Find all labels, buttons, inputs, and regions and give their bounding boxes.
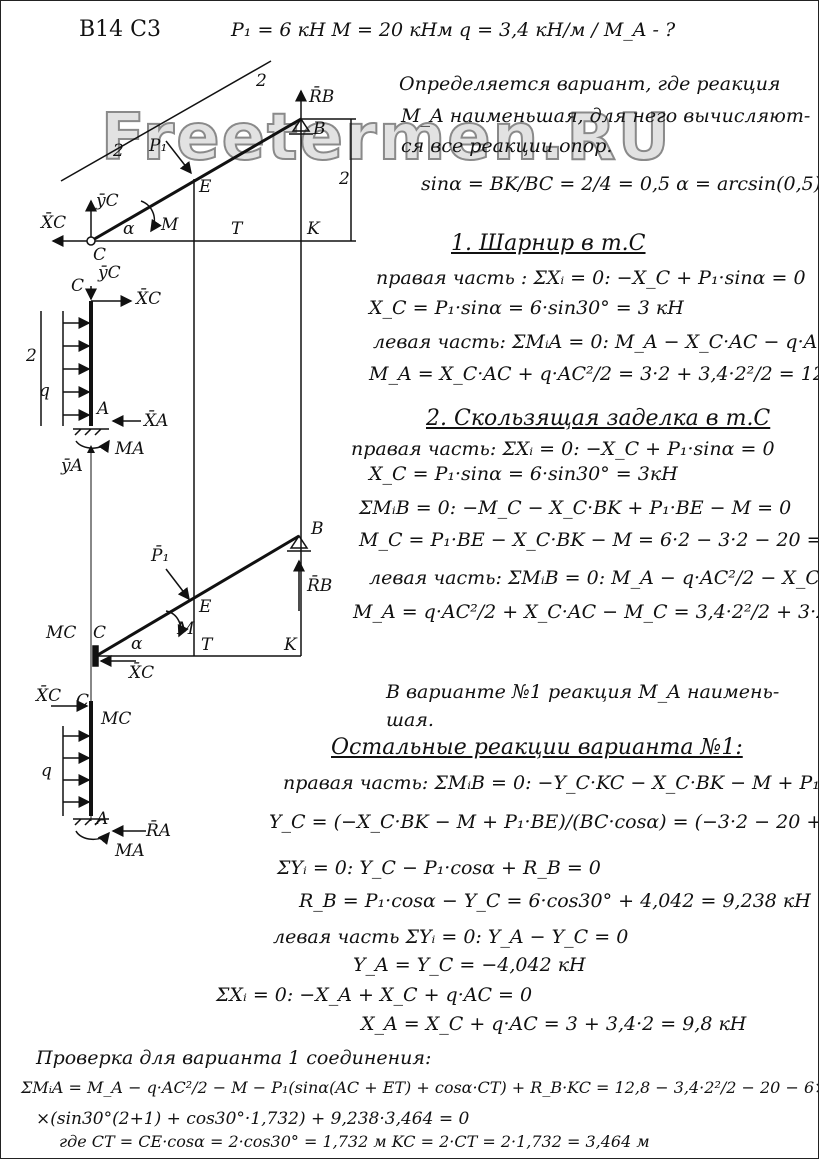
label-xc: X̄C xyxy=(136,289,162,309)
check-title: Проверка для варианта 1 соединения: xyxy=(36,1047,432,1069)
label-e: E xyxy=(199,597,212,617)
intro-line: Определяется вариант, где реакция xyxy=(399,73,781,95)
formula-line: левая часть: ΣMᵢB = 0: M_A − q·AC²/2 − X… xyxy=(369,567,819,589)
formula-line: Y_A = Y_C = −4,042 кН xyxy=(353,954,586,976)
label-k: K xyxy=(284,635,297,655)
formula-line: M_C = P₁·BE − X_C·BK − M = 6·2 − 3·2 − 2… xyxy=(359,529,818,551)
formula-line: ΣMᵢB = 0: −M_C − X_C·BK + P₁·BE − M = 0 xyxy=(359,497,792,519)
label-c: C xyxy=(71,276,85,296)
label-t: T xyxy=(231,219,243,239)
formula-line: M_A = X_C·AC + q·AC²/2 = 3·2 + 3,4·2²/2 … xyxy=(369,363,818,385)
formula-line: X_C = P₁·sinα = 6·sin30° = 3 кН xyxy=(369,297,684,319)
pin-support-b xyxy=(289,117,313,135)
intro-line: ся все реакции опор. xyxy=(401,135,613,157)
formula-line: ΣXᵢ = 0: −X_A + X_C + q·AC = 0 xyxy=(216,984,533,1006)
label-xc: X̄C xyxy=(129,663,155,683)
label-p1: P̄₁ xyxy=(151,546,170,566)
conclusion-line: шая. xyxy=(386,709,434,731)
label-c: C xyxy=(93,245,107,265)
label-c: C xyxy=(76,691,90,711)
label-b: B xyxy=(311,519,324,539)
label-q: q xyxy=(39,381,50,401)
diagram-sliding-clamp-variant xyxy=(51,534,311,845)
watermark: Freetermen.RU xyxy=(100,100,672,176)
label-e: E xyxy=(199,177,212,197)
label-mc: MC xyxy=(46,623,77,643)
m-arrow-2 xyxy=(165,610,189,638)
label-yc: ȳC xyxy=(96,191,119,211)
variant-code: B14 C3 xyxy=(79,17,161,42)
label-a: A xyxy=(96,809,109,829)
p1-arrow-2 xyxy=(165,568,190,601)
check-line: ΣMᵢA = M_A − q·AC²/2 − M − P₁(sinα(AC + … xyxy=(21,1078,819,1097)
label-m: M xyxy=(177,619,195,639)
label-t: T xyxy=(201,635,213,655)
formula-line: левая часть: ΣMᵢA = 0: M_A − X_C·AC − q·… xyxy=(373,331,818,353)
formula-line: Y_C = (−X_C·BK − M + P₁·BE)/(BC·cosα) = … xyxy=(269,811,818,833)
dim-label: 2 xyxy=(26,346,37,366)
dim-label: 2 xyxy=(113,141,124,161)
given-data: P₁ = 6 кН M = 20 кНм q = 3,4 кН/м / M_A … xyxy=(231,19,676,41)
section3-title: Остальные реакции варианта №1: xyxy=(331,735,743,760)
dim-label: 2 xyxy=(339,169,350,189)
dim-label: 2 xyxy=(256,71,267,91)
label-p1: P₁ xyxy=(149,136,168,156)
force-p1-arrow xyxy=(165,140,192,175)
label-ma: MA xyxy=(115,841,145,861)
label-alpha: α xyxy=(131,634,143,654)
section2-title: 2. Скользящая заделка в т.С xyxy=(426,406,771,431)
label-rb: R̄B xyxy=(307,576,333,596)
formula-line: M_A = q·AC²/2 + X_C·AC − M_C = 3,4·2²/2 … xyxy=(353,601,818,623)
formula-line: правая часть : ΣXᵢ = 0: −X_C + P₁·sinα =… xyxy=(376,267,806,289)
formula-line: ΣYᵢ = 0: Y_C − P₁·cosα + R_B = 0 xyxy=(277,857,601,879)
formula-line: R_B = P₁·cosα − Y_C = 6·cos30° + 4,042 =… xyxy=(299,890,811,912)
label-xc: X̄C xyxy=(36,686,62,706)
label-ra: R̄A xyxy=(146,821,172,841)
hinge-c xyxy=(86,236,96,246)
ma-arrow-2 xyxy=(75,830,110,845)
distributed-load-arrows xyxy=(63,317,91,421)
distributed-load-arrows-2 xyxy=(63,730,91,808)
label-a: A xyxy=(97,399,110,419)
label-ya: ȳA xyxy=(61,456,83,476)
label-b: B xyxy=(313,119,326,139)
label-q: q xyxy=(41,761,52,781)
formula-line: левая часть ΣYᵢ = 0: Y_A − Y_C = 0 xyxy=(273,926,629,948)
pin-support-b-2 xyxy=(287,534,311,552)
label-m: M xyxy=(161,215,179,235)
label-ma: MA xyxy=(115,439,145,459)
sliding-clamp-c xyxy=(92,645,99,667)
label-yc: ȳC xyxy=(98,263,121,283)
angle-formula: sinα = BK/BC = 2/4 = 0,5 α = arcsin(0,5)… xyxy=(421,173,819,195)
formula-line: X_C = P₁·sinα = 6·sin30° = 3кН xyxy=(369,463,678,485)
label-alpha: α xyxy=(123,219,135,239)
check-line: ×(sin30°(2+1) + cos30°·1,732) + 9,238·3,… xyxy=(36,1109,470,1129)
ma-arrow xyxy=(75,439,110,454)
label-xa: X̄A xyxy=(144,411,169,431)
beam-cb-2 xyxy=(95,534,300,658)
section1-title: 1. Шарнир в т.С xyxy=(451,231,646,256)
dimension-2-top xyxy=(60,60,272,182)
formula-line: правая часть: ΣXᵢ = 0: −X_C + P₁·sinα = … xyxy=(351,438,775,460)
beam-cb xyxy=(90,117,302,243)
conclusion-line: В варианте №1 реакция M_A наимень- xyxy=(386,681,780,703)
formula-line: правая часть: ΣMᵢB = 0: −Y_C·KC − X_C·BK… xyxy=(283,772,819,794)
label-k: K xyxy=(307,219,320,239)
label-rb: R̄B xyxy=(309,87,335,107)
label-xc: X̄C xyxy=(41,213,67,233)
label-mc: MC xyxy=(101,709,132,729)
check-line: где CT = CE·cosα = 2·cos30° = 1,732 м KC… xyxy=(59,1132,650,1151)
formula-line: X_A = X_C + q·AC = 3 + 3,4·2 = 9,8 кН xyxy=(361,1013,747,1035)
fixed-support-a-2 xyxy=(73,818,109,826)
label-c: C xyxy=(93,623,107,643)
fixed-support-a xyxy=(73,428,109,436)
moment-m-arrow xyxy=(140,200,162,233)
intro-line: M_A наименьшая, для него вычисляют- xyxy=(401,105,811,127)
